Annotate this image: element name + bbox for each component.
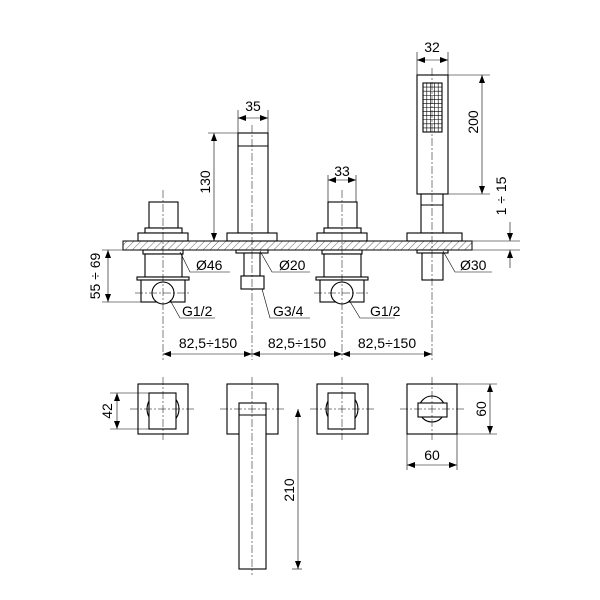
dim-shower-width: 32 [424,39,440,55]
shower-nozzle-grid [422,82,443,133]
centerlines [135,68,433,360]
spacing-2-label: 82,5÷150 [268,335,327,351]
deck-section [122,240,520,251]
plan-view [110,377,497,575]
dim-shower-dia: Ø30 [460,257,487,273]
dim-shower-length: 200 [465,110,481,134]
dim-handle-height: 42 [99,403,115,419]
dimension-labels: 32 35 33 130 200 1 ÷ 15 55 ÷ 69 Ø46 Ø20 … [87,39,509,502]
dim-plate-height: 60 [473,401,489,417]
spacing-1-label: 82,5÷150 [179,335,238,351]
dim-deck-thickness: 1 ÷ 15 [493,176,509,215]
dim-knob-width: 33 [334,163,350,179]
dim-plate-width: 60 [424,447,440,463]
dim-valve-dia: Ø46 [196,257,223,273]
dim-spout-reach: 210 [281,478,297,502]
hand-shower-side [406,74,463,281]
dimension-lines [102,52,513,357]
spacing-3-label: 82,5÷150 [358,335,417,351]
dim-spout-width: 35 [245,98,261,114]
conn-right-label: G1/2 [370,303,401,319]
dim-below-deck: 55 ÷ 69 [87,252,103,299]
conn-left-label: G1/2 [182,303,213,319]
conn-spout-label: G3/4 [273,303,304,319]
dim-spout-height: 130 [197,170,213,194]
dim-spout-dia: Ø20 [279,257,306,273]
